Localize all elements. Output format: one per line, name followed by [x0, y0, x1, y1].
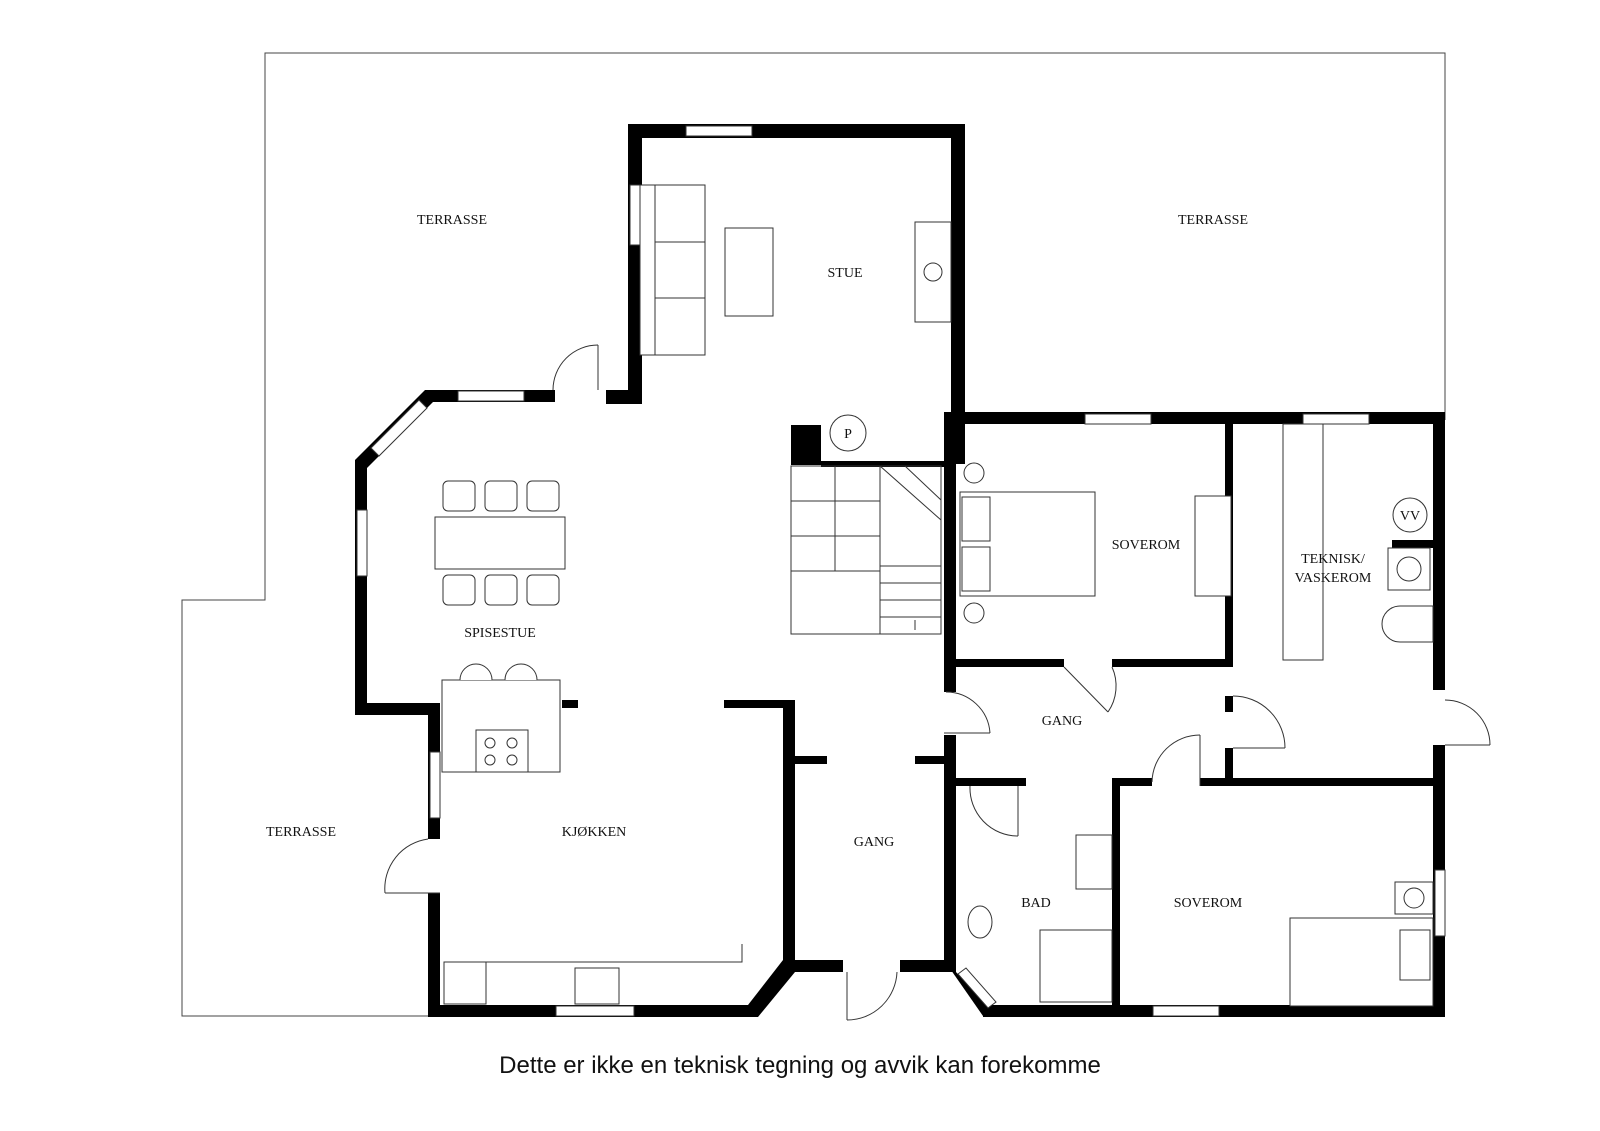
room-label-gang-main: GANG: [854, 835, 894, 850]
room-label-terrasse-nw: TERRASSE: [417, 213, 487, 228]
room-label-bad: BAD: [1021, 896, 1051, 911]
water-heater-label: VV: [1400, 509, 1420, 524]
disclaimer-text: Dette er ikke en teknisk tegning og avvi…: [499, 1052, 1101, 1079]
room-label-teknisk-line2: VASKEROM: [1295, 571, 1372, 586]
room-label-stue: STUE: [828, 266, 863, 281]
room-label-terrasse-sw: TERRASSE: [266, 825, 336, 840]
pipe-symbol-circle: [829, 414, 867, 452]
room-label-soverom-1: SOVEROM: [1112, 538, 1181, 553]
door-swings: [384, 344, 1491, 1021]
room-label-spisestue: SPISESTUE: [464, 626, 536, 641]
room-label-gang-east: GANG: [1042, 714, 1082, 729]
walls: [355, 124, 1445, 1017]
pipe-symbol-label: P: [844, 427, 852, 442]
staircase: [790, 465, 942, 635]
room-label-terrasse-ne: TERRASSE: [1178, 213, 1248, 228]
terrace-outline: [181, 52, 1446, 1017]
furniture: [434, 184, 1434, 1007]
room-label-teknisk-line1: TEKNISK/: [1301, 552, 1365, 567]
room-label-kjokken: KJØKKEN: [562, 825, 627, 840]
windows: [356, 125, 1446, 1017]
room-label-soverom-2: SOVEROM: [1174, 896, 1243, 911]
